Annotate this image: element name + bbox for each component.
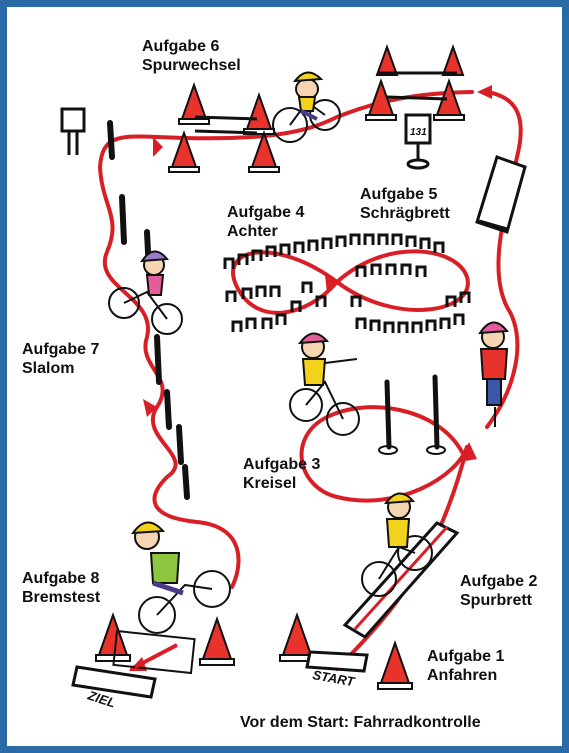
- speed-sign-text: 131: [410, 127, 427, 138]
- slant-ramp: [477, 157, 525, 232]
- station-title-8: Aufgabe 8: [22, 569, 100, 588]
- rider-spurwechsel: [273, 72, 340, 142]
- footer-note: Vor dem Start: Fahrradkontrolle: [240, 714, 481, 732]
- rider-bremstest: [133, 522, 230, 633]
- station-subtitle-7: Slalom: [22, 359, 99, 378]
- station-subtitle-8: Bremstest: [22, 588, 100, 607]
- finish-line: [73, 667, 155, 697]
- sign-post-left: [62, 109, 84, 155]
- speed-sign: [406, 115, 430, 168]
- station-title-7: Aufgabe 7: [22, 340, 99, 359]
- figure-eight-posts: [225, 235, 469, 333]
- station-title-4: Aufgabe 4: [227, 203, 304, 222]
- station-subtitle-3: Kreisel: [243, 474, 320, 493]
- station-label-1: Aufgabe 1 Anfahren: [427, 647, 504, 685]
- slalom-poles: [110, 123, 187, 497]
- rider-schraegbrett: [480, 322, 507, 427]
- station-label-5: Aufgabe 5 Schrägbrett: [360, 185, 450, 223]
- station-title-6: Aufgabe 6: [142, 37, 241, 56]
- station-subtitle-5: Schrägbrett: [360, 204, 450, 223]
- station-subtitle-2: Spurbrett: [460, 591, 537, 610]
- station-label-3: Aufgabe 3 Kreisel: [243, 455, 320, 493]
- station-title-5: Aufgabe 5: [360, 185, 450, 204]
- station-title-3: Aufgabe 3: [243, 455, 320, 474]
- station-label-6: Aufgabe 6 Spurwechsel: [142, 37, 241, 75]
- station-subtitle-6: Spurwechsel: [142, 56, 241, 75]
- station-title-1: Aufgabe 1: [427, 647, 504, 666]
- station-label-7: Aufgabe 7 Slalom: [22, 340, 99, 378]
- station-label-8: Aufgabe 8 Bremstest: [22, 569, 100, 607]
- station-label-2: Aufgabe 2 Spurbrett: [460, 572, 537, 610]
- illustration-frame: 131 START ZIEL: [7, 7, 562, 746]
- station-title-2: Aufgabe 2: [460, 572, 537, 591]
- station-subtitle-1: Anfahren: [427, 666, 504, 685]
- station-label-4: Aufgabe 4 Achter: [227, 203, 304, 241]
- station-subtitle-4: Achter: [227, 222, 304, 241]
